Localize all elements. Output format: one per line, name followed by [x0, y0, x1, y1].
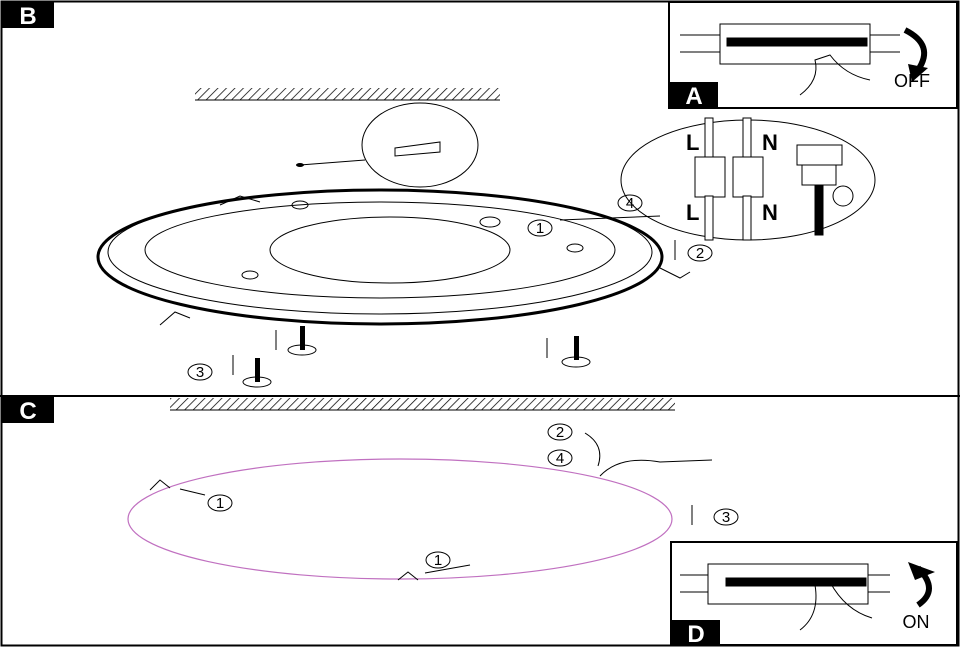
step-4-marker-c: 4 — [556, 450, 564, 467]
step-markers-b — [187, 194, 713, 381]
panel-c-label: C — [19, 398, 36, 425]
wall-plug-detail — [296, 102, 479, 188]
panel-b-label: B — [19, 3, 36, 30]
breaker-panel — [680, 23, 900, 65]
step-1-marker: 1 — [536, 220, 544, 237]
ceiling-c — [170, 398, 675, 410]
panel-d: D ON — [670, 541, 958, 647]
arrow-down-icon — [903, 27, 928, 72]
step-3-marker: 3 — [196, 364, 204, 381]
step-1-marker-c: 1 — [216, 495, 224, 512]
step-2-marker: 2 — [696, 245, 704, 262]
wiring-detail: L N L N — [559, 117, 876, 241]
step-markers-c — [179, 423, 739, 574]
hand-icon-c — [599, 459, 713, 477]
off-label: OFF — [894, 71, 930, 91]
step-1-marker-c2: 1 — [434, 552, 442, 569]
lamp-base — [96, 188, 691, 326]
panel-a-label: A — [685, 83, 702, 110]
ceiling — [195, 88, 500, 100]
panel-a: A OFF — [668, 1, 958, 110]
wire-label-l-top: L — [686, 130, 699, 155]
panel-c-badge: C — [2, 397, 54, 425]
panel-d-label: D — [687, 621, 704, 647]
hand-icon — [799, 54, 871, 96]
on-label: ON — [903, 612, 930, 632]
lamp-cover — [127, 458, 673, 580]
panel-b-badge: B — [2, 2, 54, 30]
hand-icon-d — [799, 581, 873, 631]
step-4-marker: 4 — [626, 195, 634, 212]
step-3-marker-c: 3 — [722, 509, 730, 526]
wire-label-n-bottom: N — [762, 200, 778, 225]
wall-plug-icon — [394, 141, 441, 157]
step-2-marker-c: 2 — [556, 424, 564, 441]
wire-label-n-top: N — [762, 130, 778, 155]
screw-icons — [242, 326, 591, 388]
wire-label-l-bottom: L — [686, 200, 699, 225]
